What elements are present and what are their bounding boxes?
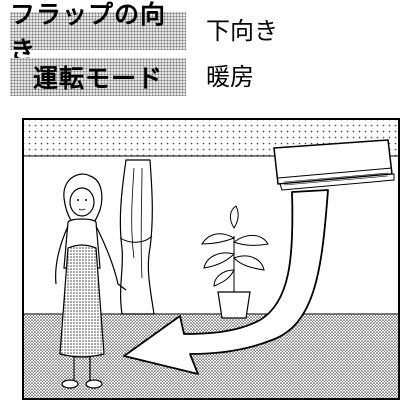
air-conditioner-icon — [273, 139, 395, 191]
operation-mode-label: 運転モード — [10, 58, 186, 96]
woman-icon — [55, 173, 127, 389]
airflow-arrow-icon — [123, 189, 329, 375]
flap-direction-label: フラップの向き — [10, 0, 186, 65]
plant-icon — [201, 205, 269, 319]
flap-direction-value: 下向き — [206, 17, 278, 45]
room-scene — [22, 118, 400, 400]
operation-mode-value: 暖房 — [206, 63, 254, 91]
curtain-icon — [119, 159, 155, 315]
room-illustration — [22, 118, 400, 400]
